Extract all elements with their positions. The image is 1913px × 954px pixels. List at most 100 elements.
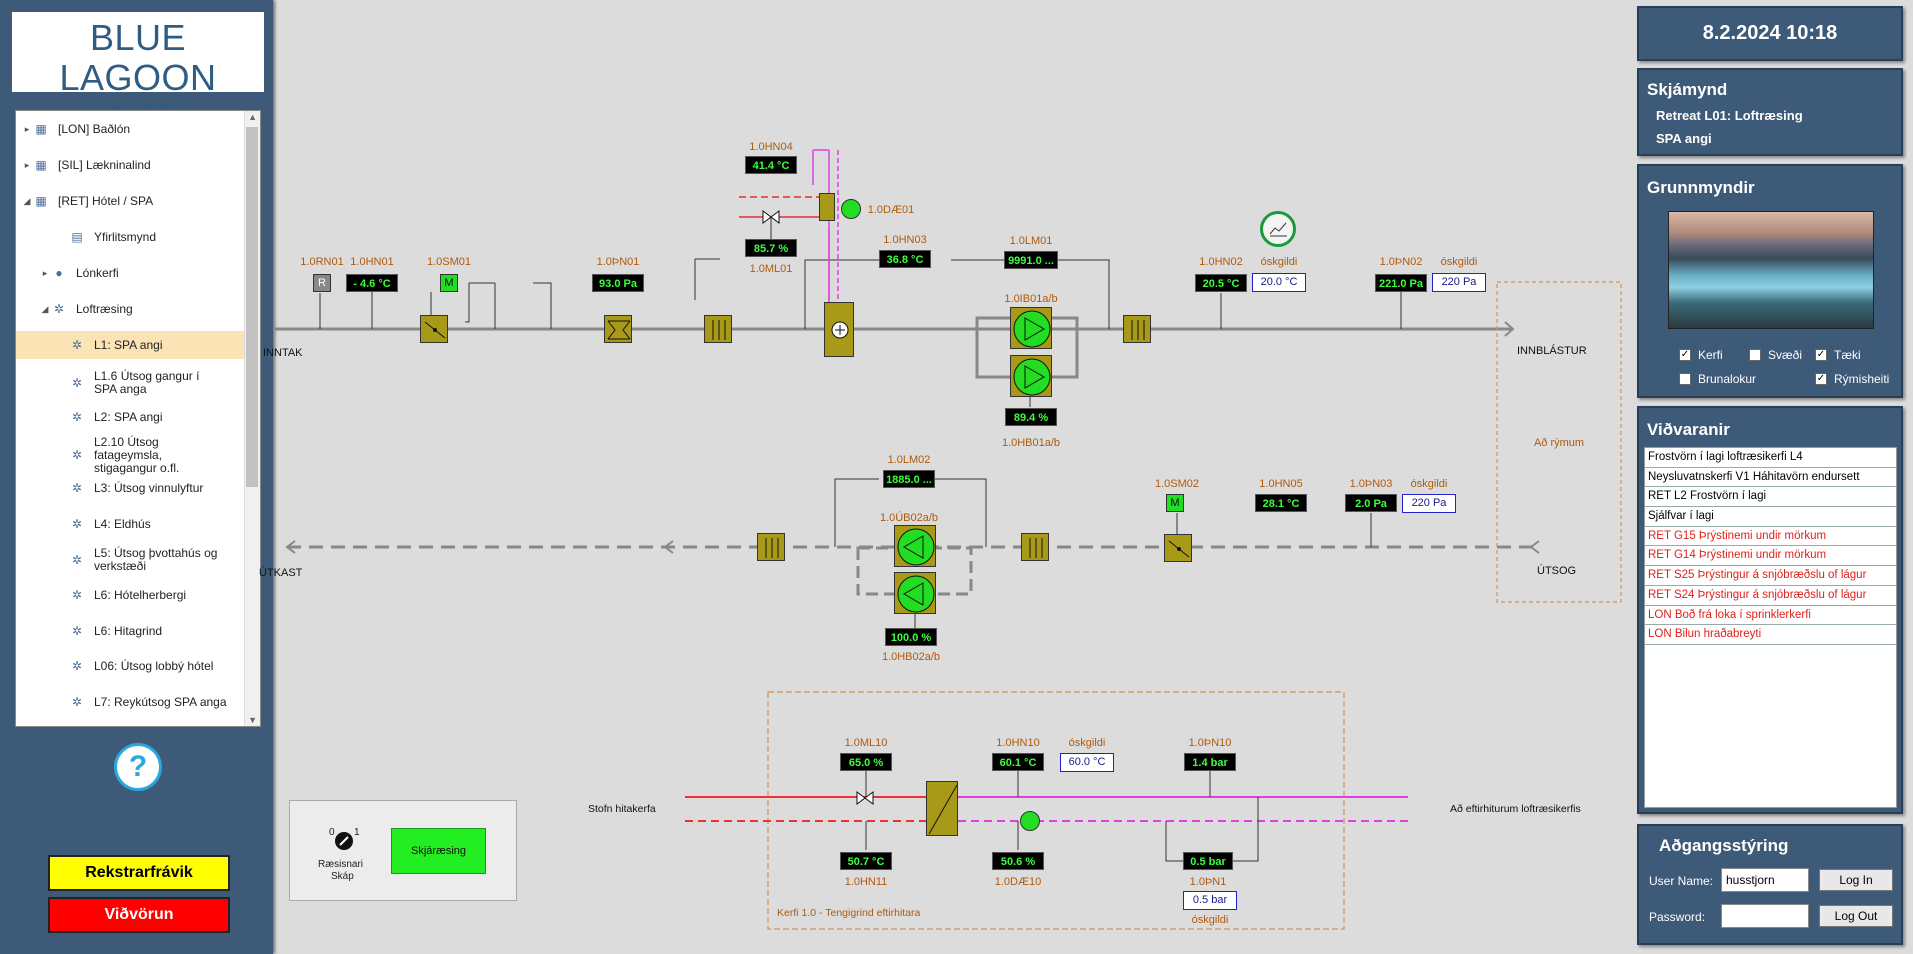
pn1-value[interactable]: 0.5 bar (1183, 852, 1233, 870)
pn03-value[interactable]: 2.0 Pa (1345, 494, 1397, 512)
login-button[interactable]: Log In (1819, 869, 1893, 891)
dae10-value[interactable]: 50.6 % (992, 852, 1044, 870)
trend-chart-icon[interactable] (1260, 211, 1296, 247)
pn01-value[interactable]: 93.0 Pa (592, 274, 644, 292)
tree-toggle-icon[interactable]: ◢ (23, 195, 31, 206)
fan-ib01b-icon[interactable] (1010, 355, 1052, 397)
hn05-value[interactable]: 28.1 °C (1255, 494, 1307, 512)
checkbox-box[interactable]: ✓ (1679, 349, 1691, 361)
checkbox-box[interactable] (1749, 349, 1761, 361)
fan-ub02b-icon[interactable] (894, 572, 936, 614)
motor-sm02-icon[interactable]: M (1166, 494, 1184, 512)
alarm-item[interactable]: RET S25 Þrýstingur á snjóbræðslu of lágu… (1645, 566, 1896, 586)
silencer-icon[interactable] (704, 315, 732, 343)
username-input[interactable]: husstjorn (1721, 868, 1809, 892)
alarm-item[interactable]: RET S24 Þrýstingur á snjóbræðslu of lágu… (1645, 586, 1896, 606)
layer-checkbox[interactable]: Svæði (1749, 348, 1802, 362)
heat-exchanger-10-icon[interactable] (926, 781, 958, 836)
tree-item[interactable]: ✲L1: SPA angi (16, 331, 246, 359)
damper-sm02-icon[interactable] (1164, 534, 1192, 562)
valve-ml01-icon[interactable] (762, 210, 780, 224)
hb02-value[interactable]: 100.0 % (885, 628, 937, 646)
pn02-setpoint[interactable]: 220 Pa (1432, 273, 1486, 292)
layer-checkbox[interactable]: Brunalokur (1679, 372, 1756, 386)
alarm-item[interactable]: RET G15 Þrýstinemi undir mörkum (1645, 527, 1896, 547)
scroll-down-icon[interactable]: ▼ (248, 715, 257, 725)
tree-item[interactable]: ✲L06: Útsog lobbý hótel (16, 652, 246, 680)
logout-button[interactable]: Log Out (1819, 905, 1893, 927)
help-button[interactable]: ? (114, 743, 162, 791)
tree-toggle-icon[interactable]: ◢ (41, 303, 49, 314)
motor-sm01-icon[interactable]: M (440, 274, 458, 292)
damper-sm01-icon[interactable] (420, 315, 448, 343)
ml01-value[interactable]: 85.7 % (745, 239, 797, 257)
silencer-exhaust-2-icon[interactable] (1021, 533, 1049, 561)
tree-item[interactable]: ✲L7: Reykútsog SPA anga (16, 688, 246, 716)
hn02-value[interactable]: 20.5 °C (1195, 274, 1247, 292)
checkbox-box[interactable]: ✓ (1815, 373, 1827, 385)
alarm-item[interactable]: RET G14 Þrýstinemi undir mörkum (1645, 546, 1896, 567)
tree-item[interactable]: ◢✲Loftræsing (16, 295, 246, 323)
alarm-item[interactable]: Sjálfvar í lagi (1645, 507, 1896, 527)
hn10-value[interactable]: 60.1 °C (992, 753, 1044, 771)
tree-scrollbar[interactable]: ▲ ▼ (244, 111, 260, 726)
tree-item[interactable]: ✲L6: Hótelherbergi (16, 581, 246, 609)
scroll-up-icon[interactable]: ▲ (248, 112, 257, 122)
hn04-value[interactable]: 41.4 °C (745, 156, 797, 174)
layer-checkbox[interactable]: ✓Rýmisheiti (1815, 372, 1889, 386)
layer-checkbox[interactable]: ✓Kerfi (1679, 348, 1723, 362)
tree-item[interactable]: ✲L2: SPA angi (16, 403, 246, 431)
tree-item[interactable]: ✲L6: Hitagrind (16, 617, 246, 645)
tree-item[interactable]: ▸▦[LON] Baðlón (16, 115, 246, 143)
lm02-value[interactable]: 1885.0 ... (883, 470, 935, 488)
fan-ub02a-icon[interactable] (894, 525, 936, 567)
filter-icon[interactable] (604, 315, 632, 343)
tree-toggle-icon[interactable]: ▸ (24, 123, 30, 134)
hn03-value[interactable]: 36.8 °C (879, 250, 931, 268)
silencer-exhaust-1-icon[interactable] (757, 533, 785, 561)
heating-coil-icon[interactable] (824, 302, 854, 357)
tree-item[interactable]: ✲L5: Útsog þvottahús og verkstæði (16, 544, 246, 576)
tree-item[interactable]: ✲L4: Eldhús (16, 510, 246, 538)
pump-dae01-icon[interactable] (841, 199, 861, 219)
rekstrarfravik-button[interactable]: Rekstrarfrávik (48, 855, 230, 891)
password-input[interactable] (1721, 904, 1809, 928)
tree-item[interactable]: ✲L3: Útsog vinnulyftur (16, 474, 246, 502)
hb01-value[interactable]: 89.4 % (1005, 408, 1057, 426)
tree-item[interactable]: ▤Yfirlitsmynd (16, 223, 246, 251)
pump-dae10-icon[interactable] (1020, 811, 1040, 831)
tree-item[interactable]: ✲L1.6 Útsog gangur í SPA anga (16, 367, 246, 399)
alarm-item[interactable]: LON Boð frá loka í sprinklerkerfi (1645, 606, 1896, 626)
tree-toggle-icon[interactable]: ▸ (24, 159, 30, 170)
checkbox-box[interactable]: ✓ (1815, 349, 1827, 361)
pn02-value[interactable]: 221.0 Pa (1375, 274, 1427, 292)
tree-item[interactable]: ◢▦[RET] Hótel / SPA (16, 187, 246, 215)
tree-toggle-icon[interactable]: ▸ (42, 267, 48, 278)
alarm-item[interactable]: LON Bilun hraðabreyti (1645, 625, 1896, 645)
hn02-setpoint[interactable]: 20.0 °C (1252, 273, 1306, 292)
valve-ml10-icon[interactable] (856, 791, 874, 805)
hn01-value[interactable]: - 4.6 °C (346, 274, 398, 292)
rotary-switch-icon[interactable] (335, 832, 353, 850)
vidvorun-button[interactable]: Viðvörun (48, 897, 230, 933)
tree-item[interactable]: ✲L2.10 Útsog fatageymsla, stigagangur o.… (16, 435, 246, 474)
alarm-item[interactable]: Frostvörn í lagi loftræsikerfi L4 (1645, 448, 1896, 468)
fan-ib01a-icon[interactable] (1010, 307, 1052, 349)
tree-item[interactable]: ▸▦[SIL] Lækninalind (16, 151, 246, 179)
lm01-value[interactable]: 9991.0 ... (1004, 251, 1058, 269)
hn11-value[interactable]: 50.7 °C (840, 852, 892, 870)
alarm-item[interactable]: RET L2 Frostvörn í lagi (1645, 487, 1896, 508)
navigation-tree[interactable]: ▸▦[LON] Baðlón ▸▦[SIL] Lækninalind ◢▦[RET]… (15, 110, 261, 727)
lagoon-photo[interactable] (1668, 211, 1874, 329)
pn10-value[interactable]: 1.4 bar (1184, 753, 1236, 771)
sensor-rn01[interactable]: R (313, 274, 331, 292)
ml10-value[interactable]: 65.0 % (840, 753, 892, 771)
skjaraesing-button[interactable]: Skjáræsing (391, 828, 486, 874)
checkbox-box[interactable] (1679, 373, 1691, 385)
hn10-setpoint[interactable]: 60.0 °C (1060, 753, 1114, 772)
pn03-setpoint[interactable]: 220 Pa (1402, 494, 1456, 513)
tree-item[interactable]: ▸●Lónkerfi (16, 259, 246, 287)
silencer-2-icon[interactable] (1123, 315, 1151, 343)
layer-checkbox[interactable]: ✓Tæki (1815, 348, 1861, 362)
alarm-item[interactable]: Neysluvatnskerfi V1 Háhitavörn endursett (1645, 468, 1896, 488)
